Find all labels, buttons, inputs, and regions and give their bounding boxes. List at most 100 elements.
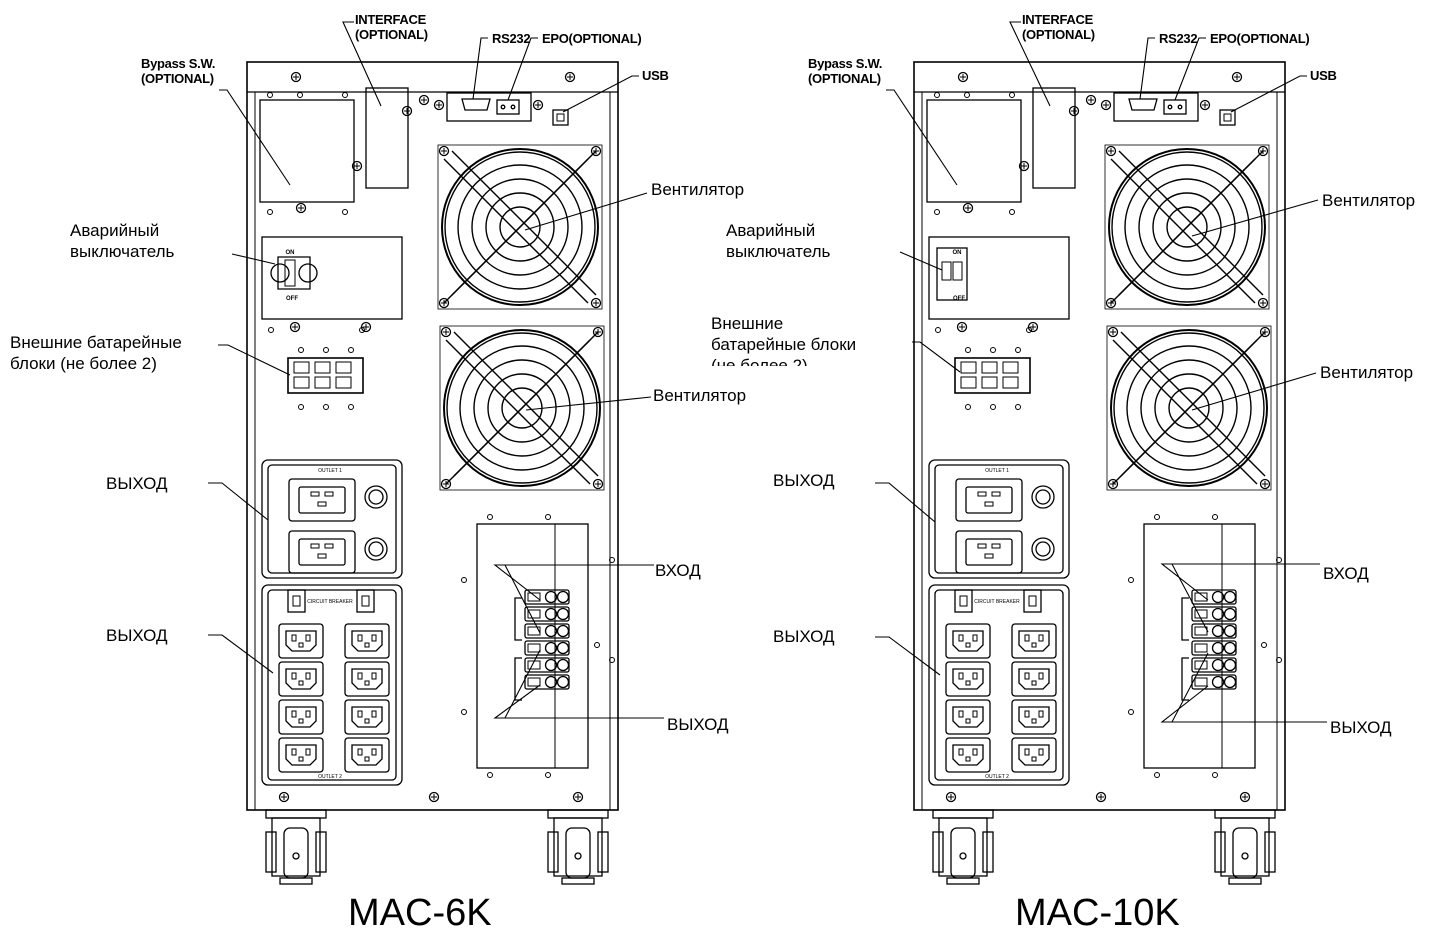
fan-ring [457,164,583,290]
caster-wheel [932,809,994,885]
mount-hole [990,347,996,353]
mount-hole [297,92,303,98]
screw [1231,71,1243,83]
mount-hole [1009,92,1015,98]
caster-wheel [265,809,327,885]
output-group-2 [261,584,403,786]
leader-line-battery [218,344,291,376]
fan-ring [1152,192,1222,262]
screw [1105,297,1117,309]
battery-connector-block [954,357,1031,394]
output-breaker-toggle [1023,589,1042,613]
leader-line-out3 [493,684,664,719]
iec-c13-outlet [344,737,390,773]
battery-pin [981,361,998,374]
iec-c19-outlet [955,478,1023,522]
leader-line-fan1 [1191,199,1319,237]
mount-hole [298,347,304,353]
interface-tag: INTERFACE (OPTIONAL) [355,12,428,42]
screw [440,478,452,490]
screw [401,105,413,117]
fan-ring [1110,329,1268,487]
epo-connector [496,99,520,115]
iec-c13-outlet [1011,623,1057,659]
fan-ring [1111,151,1263,303]
screw [433,99,445,111]
iec-c13-outlet [945,661,991,697]
battery-pin [293,376,310,389]
screw [590,297,602,309]
mount-hole [323,347,329,353]
fan-ring [1124,164,1250,290]
fan-ring [473,359,571,457]
fan-ring [1108,148,1266,306]
mount-hole [323,404,329,410]
fan-ring [1166,206,1208,248]
fan-label-1: Вентилятор [651,180,745,199]
mount-hole [1009,209,1015,215]
battery-pin [1002,376,1019,389]
leader-line-rs232 [1139,37,1155,100]
comm-port-bracket [446,92,532,122]
screw [956,321,968,333]
leader-line-out2 [208,634,274,674]
terminal-cover [476,523,589,769]
leader-line-input-2 [495,564,541,634]
screw [1107,326,1119,338]
iec-c19-outlet [288,530,356,574]
bypass-tag: Bypass S.W. (OPTIONAL) [141,56,216,86]
fan-ring [443,329,601,487]
iec-c13-outlet [945,737,991,773]
screw [592,326,604,338]
screw [1107,478,1119,490]
interface-tag: INTERFACE (OPTIONAL) [1022,12,1095,42]
screw [295,202,307,214]
output-bracket [514,657,522,701]
screw [289,321,301,333]
screw [290,71,302,83]
mount-hole [934,92,940,98]
output-breaker-button [1031,537,1055,561]
output-breaker-toggle [954,589,973,613]
screw [592,478,604,490]
caster-wheel [547,809,609,885]
iec-c13-outlet [344,699,390,735]
output-label-2: ВЫХОД [106,626,168,645]
fan-grille [1104,144,1270,310]
outlet1-marking: OUTLET 1 [985,468,1009,474]
mount-hole [342,209,348,215]
screw [1257,145,1269,157]
output-breaker-toggle [287,589,306,613]
mount-hole [609,657,615,663]
leader-line-rs232 [472,37,488,100]
mount-hole [1015,404,1021,410]
iec-c13-outlet [278,661,324,697]
epo-tag: EPO(OPTIONAL) [542,31,642,46]
mount-hole [461,577,467,583]
screw [564,71,576,83]
terminal-cover [1143,523,1256,769]
screw [438,145,450,157]
screw [1027,321,1039,333]
battery-pin [293,361,310,374]
epo-tag: EPO(OPTIONAL) [1210,31,1310,46]
leader-line-out1 [208,482,269,521]
breaker-label: Аварийный выключатель [726,221,831,261]
fan-label-2: Вентилятор [1320,363,1414,382]
leader-line-breaker [231,253,276,265]
mount-hole [348,404,354,410]
usb-tag: USB [642,68,669,83]
mount-hole [545,514,551,520]
leader-line-out3 [1160,685,1327,723]
battery-label: Внешние батарейные блоки (не более 2) [711,314,857,366]
mount-hole [1276,557,1282,563]
iec-c13-outlet [278,737,324,773]
output-label-3: ВЫХОД [1330,718,1392,737]
battery-pin [1002,361,1019,374]
screw [440,326,452,338]
model-title: MAC-6K [348,892,492,934]
emergency-breaker-plate [261,236,403,320]
output-label-2: ВЫХОД [773,627,835,646]
fan-ring [446,332,598,484]
mount-hole [964,92,970,98]
